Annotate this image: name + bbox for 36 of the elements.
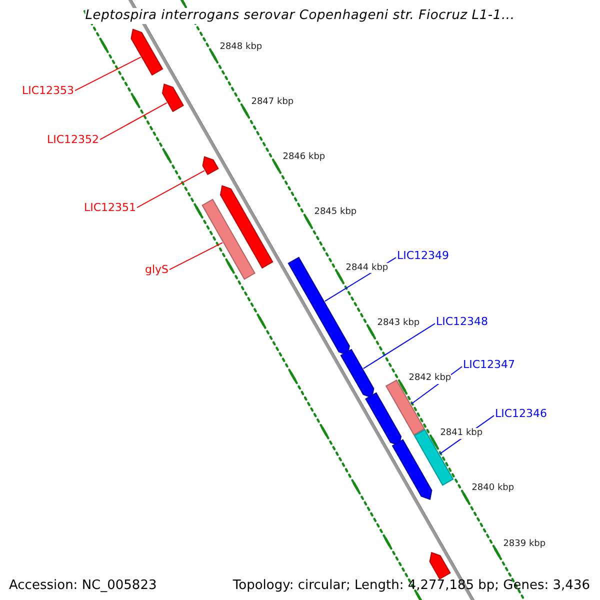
leader-line <box>100 102 168 140</box>
leader-line <box>169 242 223 270</box>
gene-label: LIC12347 <box>463 358 516 372</box>
gene-bar <box>202 198 256 280</box>
gene-block <box>392 439 432 500</box>
gene-block <box>365 392 402 446</box>
scale-label: 2845 kbp <box>314 207 357 218</box>
scale-label: 2840 kbp <box>472 483 514 494</box>
scale-label: 2841 kbp <box>440 428 483 439</box>
gene-label: LIC12352 <box>47 133 100 146</box>
scale-label: 2846 kbp <box>282 152 326 164</box>
gene-label: LIC12353 <box>22 84 74 98</box>
scale-label: 2839 kbp <box>503 538 546 550</box>
scale-label: 2844 kbp <box>346 262 388 274</box>
leader-line <box>136 170 205 208</box>
title: Leptospira interrogans serovar Copenhageni str. Fiocruz L1-1... <box>85 8 515 24</box>
gene-block <box>429 552 451 580</box>
scale-label: 2847 kbp <box>251 97 294 108</box>
gene-label: LIC12351 <box>84 201 136 214</box>
gene-block <box>202 156 219 176</box>
genome-summary-text: Topology: circular; Length: 4,277,185 bp; Genes: 3,436 <box>232 578 590 594</box>
scale-label: 2842 kbp <box>408 372 452 384</box>
gene-block <box>340 348 374 398</box>
accession-text: Accession: NC_005823 <box>9 578 157 594</box>
gene-bar <box>385 380 425 436</box>
gene-block <box>220 185 274 269</box>
gene-label: LIC12349 <box>397 249 450 262</box>
gene-block <box>162 84 184 112</box>
leader-line <box>74 56 142 92</box>
scale-label: 2843 kbp <box>377 318 420 329</box>
gene-block <box>130 28 164 76</box>
leader-line <box>362 323 436 370</box>
scale-label: 2848 kbp <box>220 42 262 53</box>
gene-label: LIC12348 <box>436 315 488 328</box>
gene-label: LIC12346 <box>495 407 548 420</box>
gene-label: glyS <box>145 263 169 276</box>
